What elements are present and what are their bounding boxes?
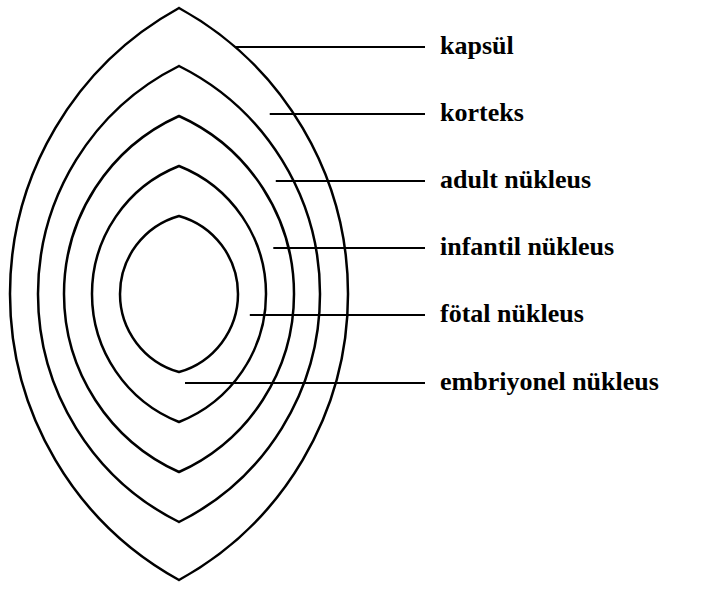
lens-outline xyxy=(120,216,238,372)
part-label: embriyonel nükleus xyxy=(440,369,659,395)
part-label: fötal nükleus xyxy=(440,301,584,327)
leader-line xyxy=(276,180,425,182)
leader-line xyxy=(270,113,425,115)
part-label: kapsül xyxy=(440,33,514,59)
lens-outline xyxy=(38,66,320,522)
part-label: korteks xyxy=(440,100,524,126)
leader-line xyxy=(185,382,425,384)
lens-outline xyxy=(64,116,294,472)
part-label: infantil nükleus xyxy=(440,234,614,260)
lens-outline xyxy=(10,8,348,580)
part-label: adult nükleus xyxy=(440,167,591,193)
leader-line xyxy=(250,314,425,316)
leader-line xyxy=(235,46,425,48)
leader-line xyxy=(273,247,425,249)
